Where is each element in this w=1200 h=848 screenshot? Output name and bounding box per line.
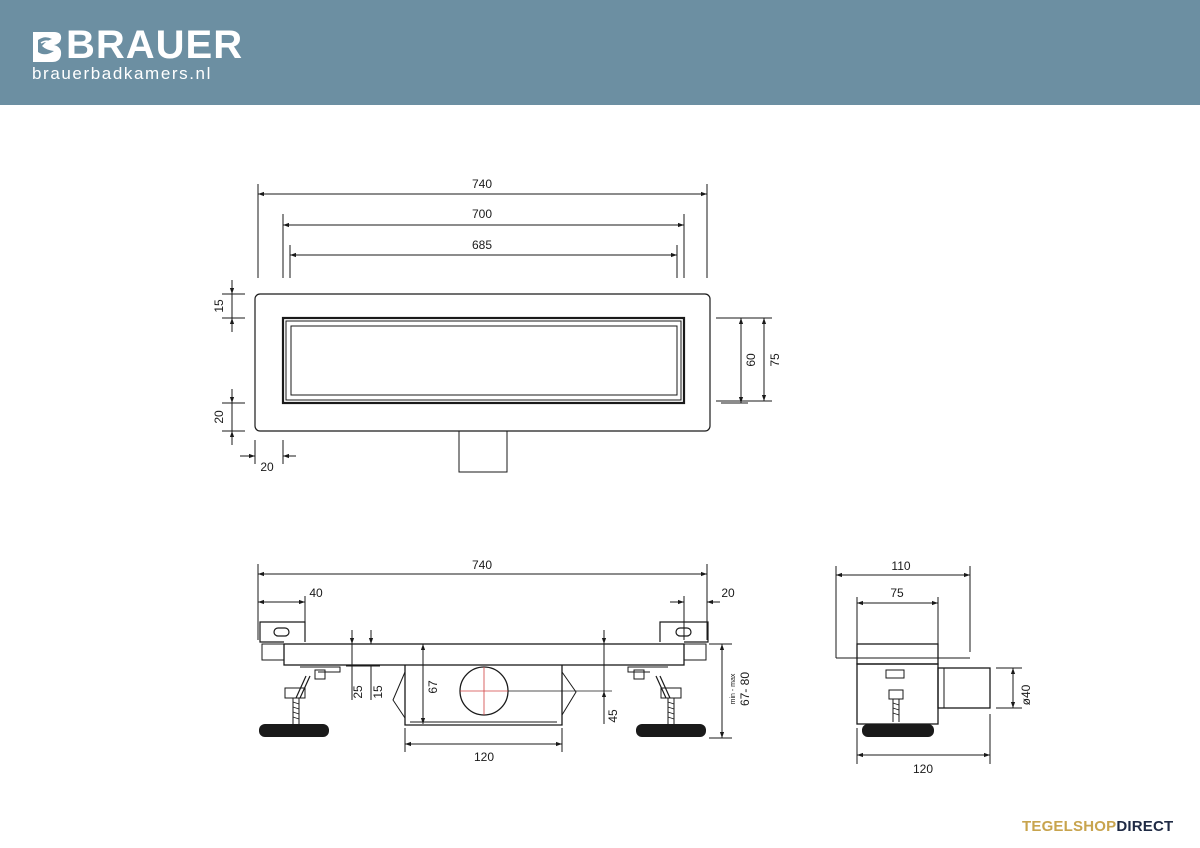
side-dim-minmax-note: min - max: [730, 673, 737, 704]
end-outlet: [937, 667, 991, 709]
end-view: 110 75 ø40 120: [835, 559, 1033, 776]
brand-url: brauerbadkamers.nl: [32, 64, 212, 83]
top-dim-60: 60: [744, 353, 758, 367]
end-channel: [856, 643, 939, 665]
top-outlet: [458, 431, 508, 473]
grate-inner: [290, 325, 678, 396]
side-dim-45: 45: [606, 709, 620, 723]
shop-logo-part1: TEGEL: [1022, 818, 1074, 835]
right-foot: [636, 724, 706, 737]
top-dim-700: 700: [472, 207, 492, 221]
drain-frame: [254, 293, 711, 432]
end-dim-120: 120: [913, 762, 933, 776]
shop-logo[interactable]: TEGELSHOPDIRECT: [1022, 818, 1173, 835]
end-sump: [856, 663, 939, 725]
side-dim-40: 40: [309, 586, 323, 600]
side-dim-120: 120: [474, 750, 494, 764]
brand-logo-icon: [33, 32, 62, 62]
end-foot: [862, 724, 934, 737]
top-dim-685: 685: [472, 238, 492, 252]
side-dim-15: 15: [371, 685, 385, 699]
sump-body: [404, 665, 563, 726]
side-dim-740: 740: [472, 558, 492, 572]
top-dim-15: 15: [212, 299, 226, 313]
left-bracket: [259, 621, 306, 643]
grate-outer: [281, 316, 686, 405]
side-dim-20: 20: [721, 586, 735, 600]
channel-body: [283, 643, 685, 666]
end-dim-diameter: ø40: [1019, 684, 1033, 705]
side-dim-67-80: 67- 80: [738, 672, 752, 706]
shop-logo-part2: SHOP: [1073, 818, 1117, 835]
top-dim-75: 75: [768, 353, 782, 367]
top-view: 740 700 685 15 20 20 60: [212, 177, 782, 474]
side-dim-67: 67: [426, 680, 440, 694]
side-dim-25: 25: [351, 685, 365, 699]
top-dim-20-vertical: 20: [212, 410, 226, 424]
top-dim-20-horizontal: 20: [260, 460, 274, 474]
end-dim-75: 75: [890, 586, 904, 600]
grate-mid: [285, 320, 682, 401]
end-dim-110: 110: [891, 559, 910, 573]
brand-name: BRAUER: [66, 23, 244, 67]
right-bracket: [659, 621, 709, 643]
left-foot: [259, 724, 329, 737]
shop-logo-part3: DIRECT: [1116, 818, 1174, 835]
side-view: 740 40 20: [257, 558, 752, 764]
header-banner: BRAUER brauerbadkamers.nl: [0, 0, 1200, 105]
top-dim-740: 740: [472, 177, 492, 191]
